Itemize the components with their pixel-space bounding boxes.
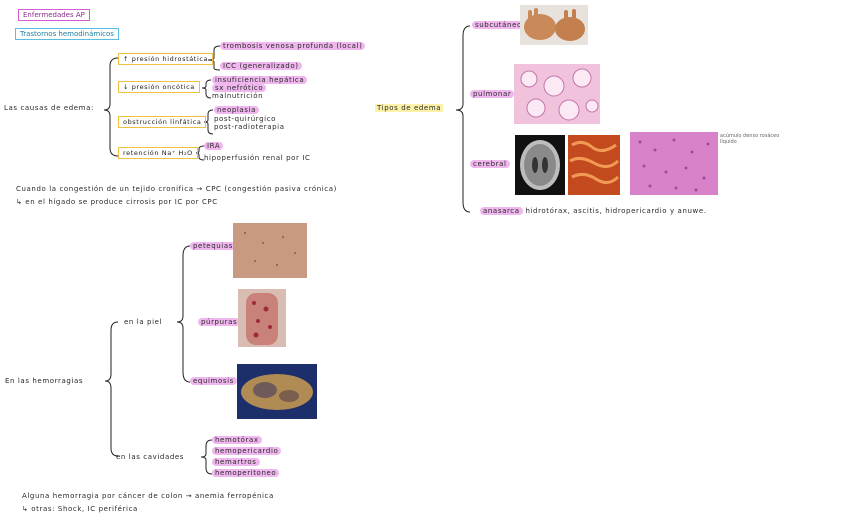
cavity-item-label: hemotórax [212, 436, 262, 444]
cavity-item-3: hemartros [212, 458, 260, 466]
skin-item-label: petequias [190, 242, 236, 250]
cavity-item-label: hemoperitoneo [212, 469, 280, 477]
lung-histology-photo [514, 64, 600, 124]
item-text: malnutrición [212, 92, 264, 100]
causes-root-label: Las causas de edema: [4, 104, 94, 112]
category-2-item-2: sx nefrótico [212, 84, 267, 92]
skin-branch: en la piel [124, 318, 162, 326]
edema-type-label: pulmonar [470, 90, 515, 98]
category-box-3: obstrucción linfática [118, 116, 207, 128]
edema-types-label: Tipos de edema [375, 104, 444, 112]
title-box: Enfermedades AP [18, 9, 90, 21]
purpura-photo [238, 289, 286, 347]
category-box-1: ↑ presión hidrostática [118, 53, 214, 65]
congestion-line-2: ↳ en el hígado se produce cirrosis por I… [16, 198, 218, 206]
category-4-item-2: hipoperfusión renal por IC [204, 154, 310, 162]
petechiae-photo [233, 223, 307, 278]
side-note: acúmulo denso rosáceo líquido [720, 133, 780, 145]
skin-item-label: púrpuras [198, 318, 241, 326]
category-box-2: ↓ presión oncótica [118, 81, 200, 93]
item-text: IRA [204, 142, 224, 150]
edema-type-label: subcutáneo [472, 21, 525, 29]
cavity-item-1: hemotórax [212, 436, 262, 444]
edema-types-root: Tipos de edema [375, 104, 444, 112]
brain-histology-photo [630, 132, 718, 195]
category-label-3: obstrucción linfática [123, 118, 202, 126]
category-1-item-1: trombosis venosa profunda (local) [220, 42, 366, 50]
category-label-2: ↓ presión oncótica [123, 83, 195, 91]
category-3-item-1: neoplasia [214, 106, 259, 114]
item-text: insuficiencia hepática [212, 76, 308, 84]
item-text: hipoperfusión renal por IC [204, 154, 311, 162]
skin-item-label: equimosis [190, 377, 237, 385]
category-label-4: retención Na⁺ H₂O [123, 149, 193, 157]
brain-ct-photo [515, 135, 565, 195]
category-3-item-2: post-quirúrgico [214, 115, 276, 123]
page-subtitle: Trastornos hemodinámicos [20, 30, 114, 38]
cavity-item-4: hemoperitoneo [212, 469, 280, 477]
congestion-line-1: Cuando la congestión de un tejido cronif… [16, 185, 337, 193]
page-title: Enfermedades AP [23, 11, 85, 19]
footer-text-1: Alguna hemorragia por cáncer de colon → … [22, 492, 274, 500]
item-text: post-radioterapia [214, 123, 285, 131]
cavity-item-2: hemopericardio [212, 447, 282, 455]
item-text: sx nefrótico [212, 84, 267, 92]
congestion-text-1: Cuando la congestión de un tejido cronif… [16, 185, 337, 193]
category-label-1: ↑ presión hidrostática [123, 55, 209, 63]
cavities-branch-label: en las cavidades [116, 453, 185, 461]
side-note-text: acúmulo denso rosáceo líquido [720, 133, 780, 145]
edema-type-label: anasarca [480, 207, 523, 215]
congestion-text-2: ↳ en el hígado se produce cirrosis por I… [16, 198, 218, 206]
footer-line-1: Alguna hemorragia por cáncer de colon → … [22, 492, 274, 500]
item-text: neoplasia [214, 106, 259, 114]
skin-branch-label: en la piel [124, 318, 163, 326]
edema-type-label: cerebral [470, 160, 510, 168]
edema-type-cerebral: cerebral [470, 160, 510, 168]
category-4-item-1: IRA [204, 142, 224, 150]
category-2-item-1: insuficiencia hepática [212, 76, 308, 84]
category-1-item-2: ICC (generalizado) [220, 62, 302, 70]
footer-line-2: ↳ otras: Shock, IC periférica [22, 505, 138, 513]
causes-root: Las causas de edema: [4, 104, 94, 112]
edema-type-subcutaneo: subcutáneo [472, 21, 525, 29]
category-2-item-3: malnutrición [212, 92, 263, 100]
cavity-item-label: hemopericardio [212, 447, 282, 455]
hands-photo [520, 5, 588, 45]
category-box-4: retención Na⁺ H₂O [118, 147, 198, 159]
ecchymosis-photo [237, 364, 317, 419]
hemorrhage-root-label: En las hemorragias [5, 377, 84, 385]
item-text: trombosis venosa profunda (local) [220, 42, 366, 50]
hemorrhage-root: En las hemorragias [5, 377, 83, 385]
skin-item-purpuras: púrpuras [198, 318, 241, 326]
edema-type-anasarca: anasarca hidrotórax, ascitis, hidroperic… [480, 207, 707, 215]
subtitle-box: Trastornos hemodinámicos [15, 28, 119, 40]
footer-text-2: ↳ otras: Shock, IC periférica [22, 505, 138, 513]
brain-gross-photo [568, 135, 620, 195]
category-3-item-3: post-radioterapia [214, 123, 285, 131]
anasarca-description: hidrotórax, ascitis, hidropericardio y a… [525, 207, 707, 215]
edema-type-pulmonar: pulmonar [470, 90, 515, 98]
item-text: ICC (generalizado) [220, 62, 302, 70]
item-text: post-quirúrgico [214, 115, 277, 123]
skin-item-petequias: petequias [190, 242, 236, 250]
cavities-branch: en las cavidades [116, 453, 184, 461]
skin-item-equimosis: equimosis [190, 377, 237, 385]
cavity-item-label: hemartros [212, 458, 260, 466]
